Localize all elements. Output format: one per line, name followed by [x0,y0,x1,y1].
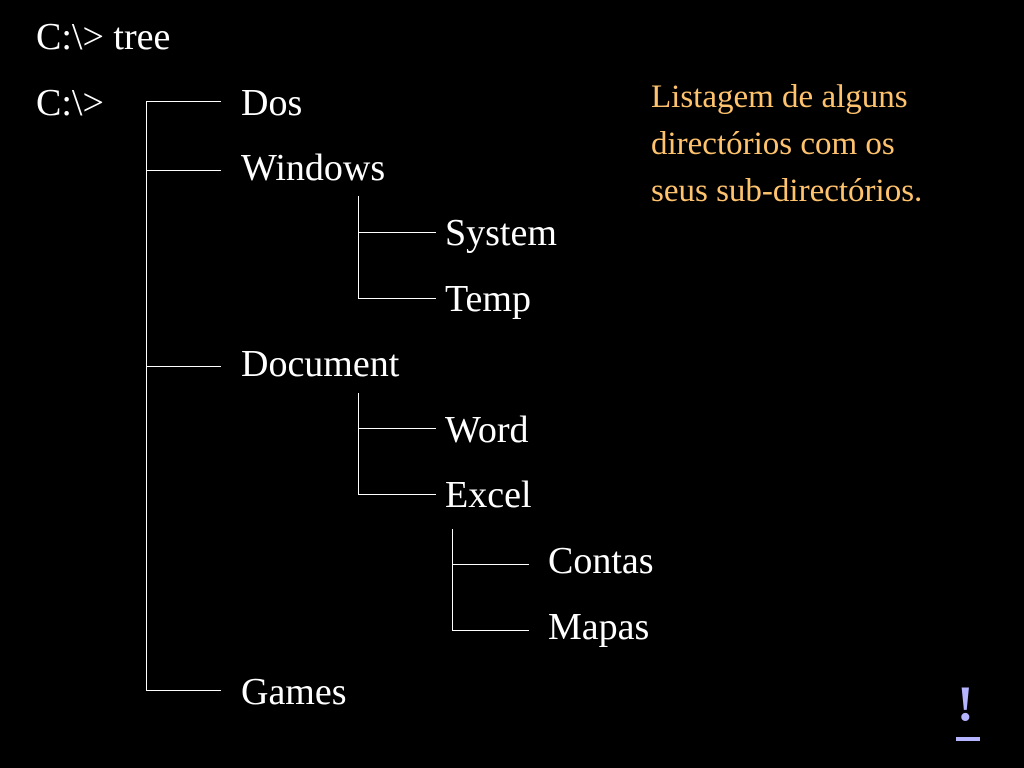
tree-branch-mapas [452,630,529,631]
tree-branch-games [146,690,221,691]
dir-temp: Temp [445,278,531,320]
tree-branch-contas [452,564,529,565]
dir-dos: Dos [241,82,303,124]
exclamation-link[interactable]: ! [957,675,974,731]
root-prompt: C:\> [36,82,104,124]
tree-trunk-excel [452,529,453,631]
tree-branch-dos [146,101,221,102]
dir-system: System [445,212,557,254]
tree-branch-system [358,232,436,233]
tree-trunk-windows [358,196,359,298]
description-note: Listagem de alguns directórios com os se… [651,79,923,209]
tree-branch-excel [358,494,436,495]
dir-windows: Windows [241,147,386,189]
dir-games: Games [241,671,347,713]
tree-branch-document [146,366,221,367]
link-underline [956,737,980,741]
tree-branch-windows [146,170,221,171]
dir-mapas: Mapas [548,606,650,648]
dir-word: Word [445,409,529,451]
tree-trunk-root [146,101,147,691]
tree-branch-temp [358,298,436,299]
command-line: C:\> tree [36,16,171,58]
tree-trunk-document [358,393,359,495]
tree-branch-word [358,428,436,429]
dir-excel: Excel [445,474,532,516]
dir-document: Document [241,343,400,385]
dir-contas: Contas [548,540,654,582]
